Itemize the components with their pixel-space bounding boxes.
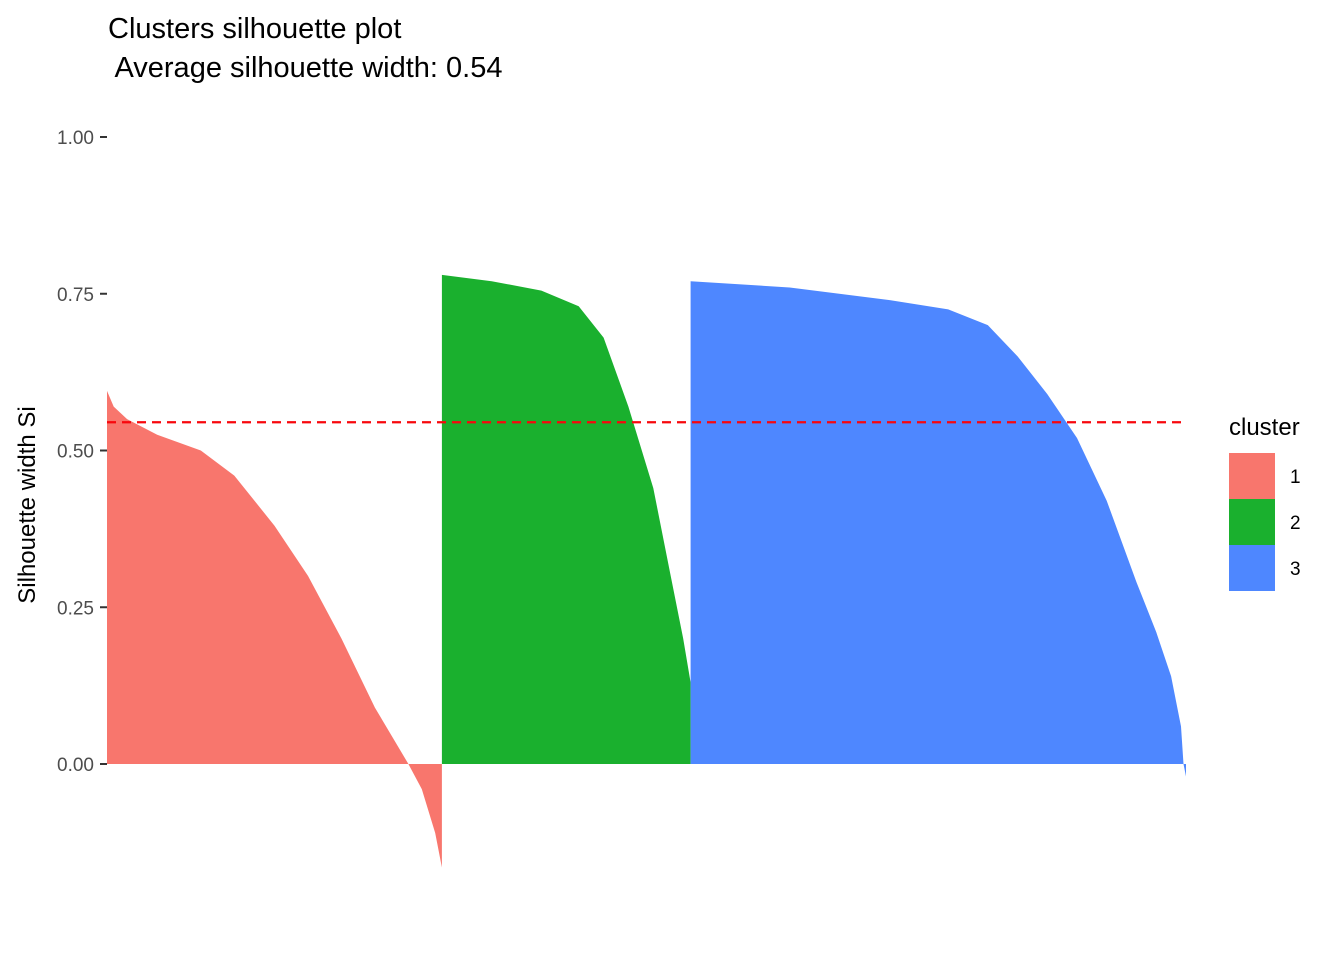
legend-swatch-3 [1229, 545, 1275, 591]
y-tick-label: 0.00 [57, 755, 94, 776]
chart-subtitle: Average silhouette width: 0.54 [108, 52, 502, 84]
legend-items: 1 2 3 [1229, 453, 1301, 591]
y-tick-label: 1.00 [57, 128, 94, 149]
y-tick-label: 0.25 [57, 598, 94, 619]
cluster-3-area [690, 281, 1186, 777]
cluster-areas [107, 274, 1186, 868]
chart-title: Clusters silhouette plot [108, 13, 401, 45]
legend: cluster 1 2 3 [1229, 414, 1301, 591]
y-tick-label: 0.75 [57, 285, 94, 306]
legend-title: cluster [1229, 414, 1300, 441]
legend-label-1: 1 [1290, 467, 1301, 488]
legend-label-3: 3 [1290, 559, 1301, 580]
cluster-2-area [441, 274, 691, 764]
y-axis: 0.00 0.25 0.50 0.75 1.00 [57, 128, 107, 776]
legend-swatch-1 [1229, 453, 1275, 499]
legend-label-2: 2 [1290, 513, 1301, 534]
y-tick-label: 0.50 [57, 442, 94, 463]
y-axis-label: Silhouette width Si [14, 406, 41, 603]
legend-swatch-2 [1229, 499, 1275, 545]
cluster-1-area [107, 390, 442, 868]
